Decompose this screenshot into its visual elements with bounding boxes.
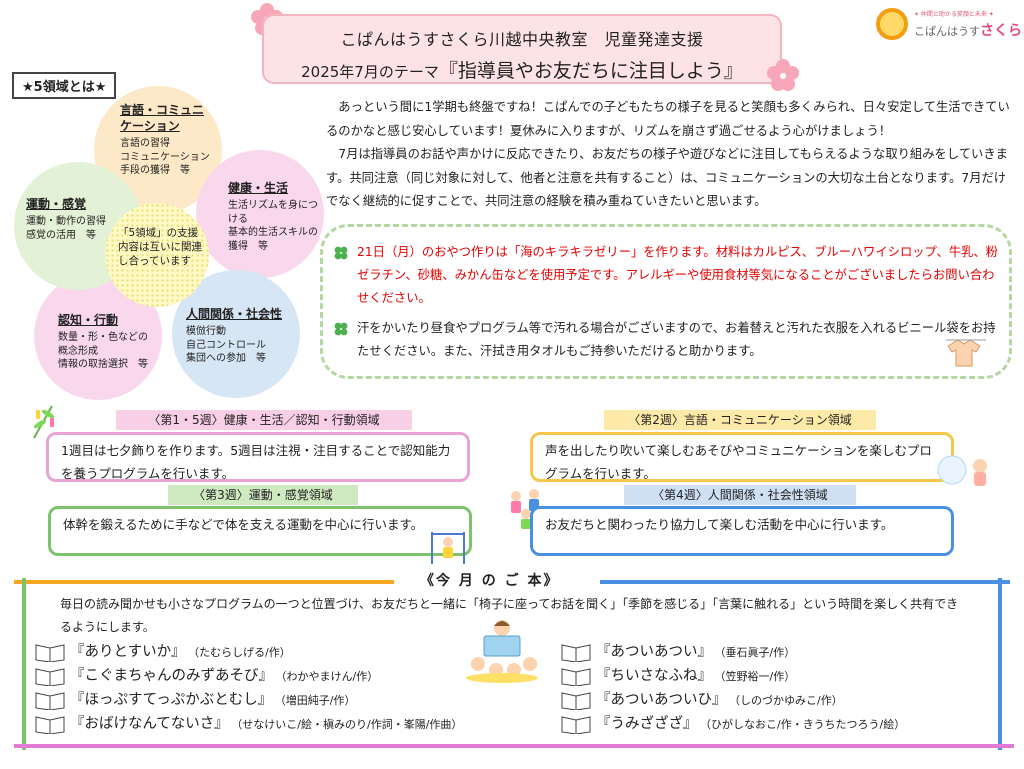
area-relations: 人間関係・社会性 模倣行動 自己コントロール 集団への参加 等 xyxy=(186,307,283,365)
book-author: （増田純子/作） xyxy=(280,694,356,707)
classroom-title: こぱんはうすさくら川越中央教室 児童発達支援 xyxy=(340,30,704,49)
book-title: 『うみざざざ』 xyxy=(596,716,698,732)
book-item: 『おばけなんてないさ』 （せなけいこ/絵・槇みのり/作詞・峯陽/作曲） xyxy=(34,712,554,734)
book-title: 『おばけなんてないさ』 xyxy=(70,716,229,732)
open-book-icon xyxy=(561,692,591,710)
book-author: （せなけいこ/絵・槇みのり/作詞・峯陽/作曲） xyxy=(236,718,463,731)
brand-logo: ✦ 仲間と助かる笑顔と未来 ✦ こぱんはうすさくら xyxy=(876,6,1022,42)
newsletter-header: こぱんはうすさくら川越中央教室 児童発達支援 2025年7月のテーマ『指導員やお… xyxy=(262,14,782,84)
book-title: 『ほっぷすてっぷかぶとむし』 xyxy=(70,692,273,708)
clothes-icon xyxy=(946,339,986,367)
sakura-flower-icon xyxy=(767,59,799,91)
tanabata-bamboo-icon xyxy=(33,405,55,439)
books-section-title: 《今 月 の ご 本》 xyxy=(420,573,560,589)
petal-health xyxy=(196,150,324,278)
book-title: 『あついあついひ』 xyxy=(596,692,727,708)
bubbles-kids-icon xyxy=(937,455,987,486)
book-title: 『ありとすいか』 xyxy=(70,644,186,660)
area-cognition: 認知・行動 数量・形・色などの概念形成 情報の取捨選択 等 xyxy=(58,313,148,371)
book-author: （ひがしなおこ/作・きうちたつろう/絵） xyxy=(705,718,906,731)
theme-text: 『指導員やお友だちに注目しよう』 xyxy=(438,60,743,82)
divider-line xyxy=(998,578,1002,750)
open-book-icon xyxy=(35,692,65,710)
book-title: 『あついあつい』 xyxy=(596,644,712,660)
storytime-illustration xyxy=(466,620,538,683)
intro-paragraph: あっという間に1学期も終盤ですね！こぱんでの子どもたちの様子を見ると笑顔も多くみ… xyxy=(326,100,1010,138)
book-author: （垂石眞子/作） xyxy=(720,646,796,659)
week-1-5-body: 1週目は七夕飾りを作ります。5週目は注視・注目することで認知能力を養うプログラム… xyxy=(46,432,470,482)
week-2-heading: 〈第2週〉言語・コミュニケーション領域 xyxy=(604,410,876,430)
clover-icon xyxy=(334,246,348,260)
clover-icon xyxy=(334,322,348,336)
book-item: 『ありとすいか』 （たむらしげる/作） xyxy=(34,640,454,662)
open-book-icon xyxy=(561,716,591,734)
theme-prefix: 2025年7月のテーマ xyxy=(301,63,439,81)
book-item: 『うみざざざ』 （ひがしなおこ/作・きうちたつろう/絵） xyxy=(560,712,990,734)
area-motor: 運動・感覚 運動・動作の習得 感覚の活用 等 xyxy=(26,197,106,241)
logo-tagline: ✦ 仲間と助かる笑顔と未来 ✦ xyxy=(914,11,994,18)
intro-text: あっという間に1学期も終盤ですね！こぱんでの子どもたちの様子を見ると笑顔も多くみ… xyxy=(326,96,1014,214)
book-author: （たむらしげる/作） xyxy=(193,646,291,659)
divider-line xyxy=(14,744,1014,748)
open-book-icon xyxy=(561,644,591,662)
book-author: （わかやまけん/作） xyxy=(281,670,379,683)
kids-playing-icon xyxy=(511,489,539,529)
book-author: （しのづかゆみこ/作） xyxy=(734,694,843,707)
child-hanging-bar-icon xyxy=(431,532,465,564)
area-language: 言語・コミュニケーション 言語の習得 コミュニケーション手段の獲得 等 xyxy=(120,103,210,177)
open-book-icon xyxy=(35,644,65,662)
sakura-logo-icon xyxy=(876,8,908,40)
notice-box: 21日（月）のおやつ作りは「海のキラキラゼリー」を作ります。材料はカルピス、ブル… xyxy=(320,224,1012,379)
five-areas-label: ★5領域とは★ xyxy=(12,72,117,99)
week-4-heading: 〈第4週〉人間関係・社会性領域 xyxy=(624,485,856,505)
logo-name: こぱんはうすさくら xyxy=(914,23,1022,39)
book-title: 『こぐまちゃんのみずあそび』 xyxy=(70,668,273,684)
book-item: 『こぐまちゃんのみずあそび』 （わかやまけん/作） xyxy=(34,664,454,686)
notice-snack: 21日（月）のおやつ作りは「海のキラキラゼリー」を作ります。材料はカルピス、ブル… xyxy=(331,241,1005,310)
book-title: 『ちいさなふね』 xyxy=(596,668,712,684)
week-3-body: 体幹を鍛えるために手などで体を支える運動を中心に行います。 xyxy=(48,506,472,556)
divider-line xyxy=(600,580,1010,584)
week-2-body: 声を出したり吹いて楽しむあそびやコミュニケーションを楽しむプログラムを行います。 xyxy=(530,432,954,482)
divider-line xyxy=(22,578,26,750)
area-health: 健康・生活 生活リズムを身につける 基本的生活スキルの獲得 等 xyxy=(228,181,318,252)
books-intro: 毎日の読み聞かせも小さなプログラムの一つと位置づけ、お友だちと一緒に「椅子に座っ… xyxy=(60,597,959,634)
monthly-theme: 2025年7月のテーマ『指導員やお友だちに注目しよう』 xyxy=(264,56,780,83)
divider-line xyxy=(14,580,394,584)
notice-clothes: 汗をかいたり昼食やプログラム等で汚れる場合がございますので、お着替えと汚れた衣服… xyxy=(331,317,1005,363)
open-book-icon xyxy=(35,668,65,686)
five-areas-center-text: 「5領域」の支援内容は互いに関連し合っています xyxy=(118,227,202,267)
week-4-body: お友だちと関わったり協力して楽しむ活動を中心に行います。 xyxy=(530,506,954,556)
open-book-icon xyxy=(35,716,65,734)
book-item: 『ちいさなふね』 （笠野裕一/作） xyxy=(560,664,980,686)
book-item: 『あついあつい』 （垂石眞子/作） xyxy=(560,640,980,662)
book-item: 『ほっぷすてっぷかぶとむし』 （増田純子/作） xyxy=(34,688,454,710)
open-book-icon xyxy=(561,668,591,686)
book-author: （笠野裕一/作） xyxy=(720,670,796,683)
week-1-5-heading: 〈第1・5週〉健康・生活／認知・行動領域 xyxy=(116,410,412,430)
intro-paragraph: 7月は指導員のお話や声かけに反応できたり、お友だちの様子や遊びなどに注目してもら… xyxy=(326,147,1008,209)
book-item: 『あついあついひ』 （しのづかゆみこ/作） xyxy=(560,688,980,710)
five-areas-center xyxy=(105,203,209,307)
week-3-heading: 〈第3週〉運動・感覚領域 xyxy=(168,485,358,505)
